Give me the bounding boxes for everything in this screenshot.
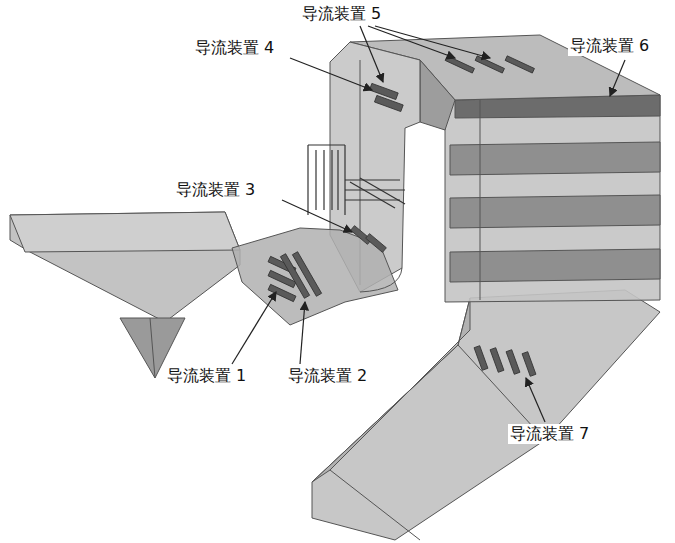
callout-label: 导流装置 5 xyxy=(300,4,383,24)
callout-label: 导流装置 3 xyxy=(174,180,257,200)
callout-label: 导流装置 1 xyxy=(165,366,248,386)
callout-label: 导流装置 6 xyxy=(568,36,651,56)
callout-label: 导流装置 4 xyxy=(193,38,276,58)
callout-label: 导流装置 7 xyxy=(508,424,591,444)
callout-label: 导流装置 2 xyxy=(286,366,369,386)
